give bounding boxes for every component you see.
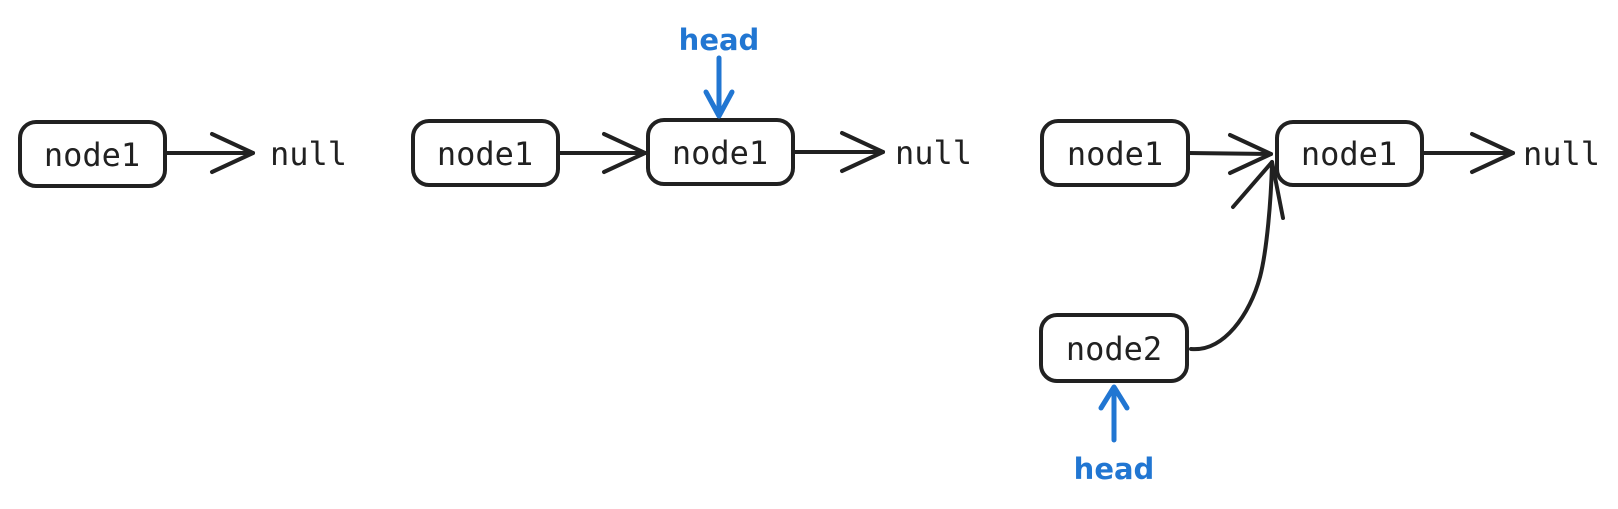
node-label: node2 — [1066, 330, 1162, 368]
arrowhead-icon — [210, 132, 255, 174]
null-label: null — [1523, 135, 1600, 173]
node-label: node1 — [672, 134, 768, 172]
diagram-two-node-list: node1 node1 head null — [411, 23, 972, 187]
curved-next-pointer-arrow — [1189, 162, 1274, 352]
head-arrowhead-icon — [703, 89, 735, 119]
arrowhead-icon — [840, 131, 885, 173]
curved-arrowhead-wing — [1270, 160, 1285, 220]
node-label: node1 — [1301, 135, 1397, 173]
arrowhead-icon — [1228, 133, 1273, 175]
node-label: node1 — [44, 136, 140, 174]
node-label: node1 — [1067, 135, 1163, 173]
diagram-insert-new-head: node1 node1 null node2 head — [1039, 119, 1600, 486]
diagram-single-node-list: node1 null — [18, 120, 347, 188]
node-box — [1039, 313, 1189, 383]
null-label: null — [270, 135, 347, 173]
curved-arrowhead-wing — [1231, 160, 1274, 209]
head-pointer-label: head — [1074, 452, 1155, 486]
arrowhead-icon — [1470, 132, 1515, 174]
node-label: node1 — [437, 135, 533, 173]
arrowhead-icon — [602, 132, 647, 174]
head-arrowhead-icon — [1098, 384, 1130, 411]
null-label: null — [895, 134, 972, 172]
head-pointer-label: head — [679, 23, 760, 57]
next-pointer-arrow — [1186, 151, 1273, 156]
